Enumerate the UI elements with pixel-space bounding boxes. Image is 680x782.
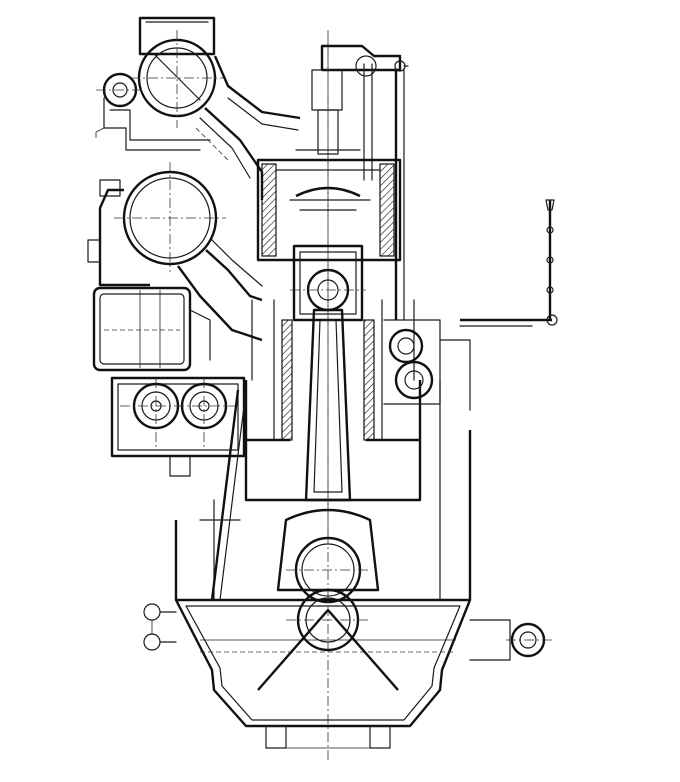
left-upper-bracket [95, 72, 211, 151]
right-drive-pulleys [383, 319, 471, 411]
left-vertical-pipe [199, 389, 247, 601]
intake-pipe [177, 239, 263, 342]
twin-pump-housing [110, 376, 246, 477]
push-rod [394, 69, 405, 321]
valve-rocker-assembly [295, 40, 409, 540]
left-cooler-casing [92, 286, 211, 372]
left-gauges [143, 603, 177, 651]
right-lower-fitting [469, 619, 552, 661]
air-cooler-drum [87, 162, 226, 287]
right-dipstick-bracket [459, 199, 558, 327]
exhaust-outlet-elbow [130, 16, 225, 128]
crankcase-sump [174, 598, 472, 749]
crankcase-side-walls [174, 379, 472, 601]
engine-block-frame [244, 299, 422, 502]
